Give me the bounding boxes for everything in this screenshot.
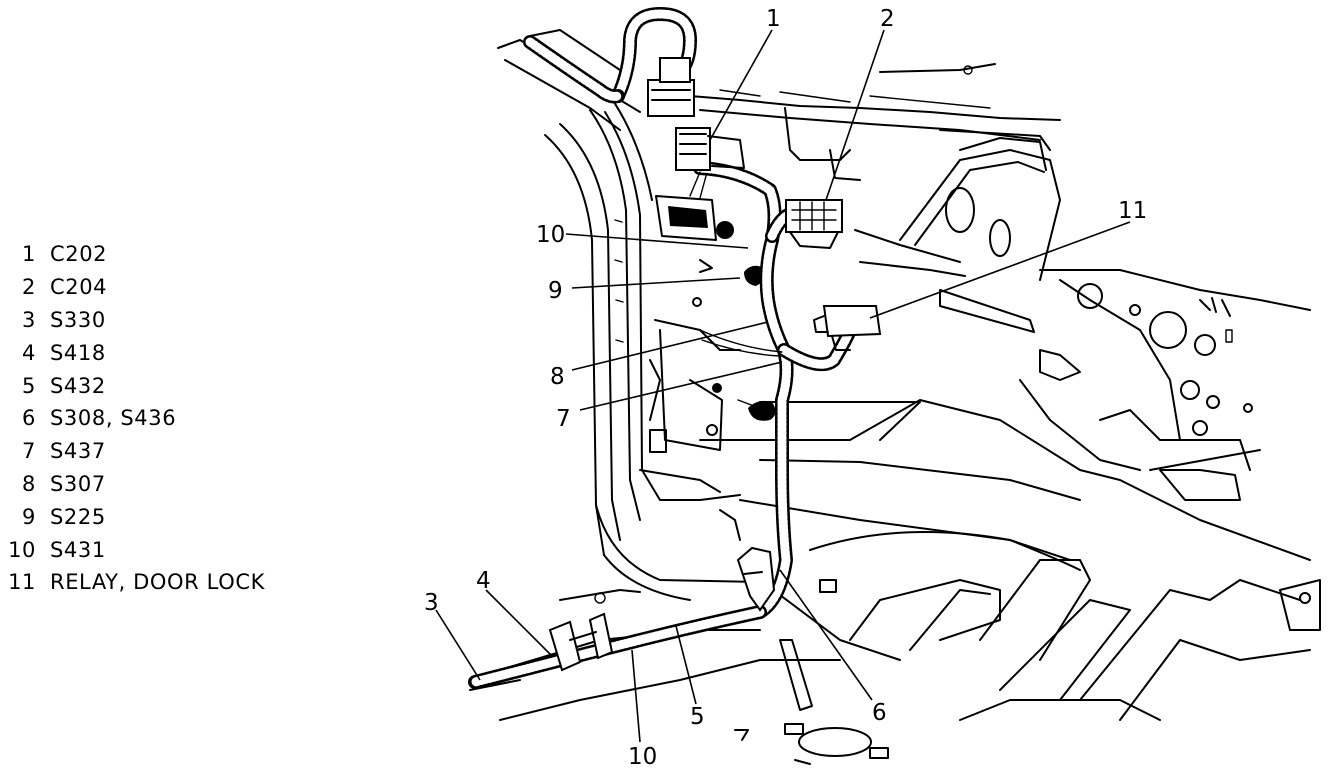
- legend-label: S418: [50, 340, 106, 365]
- legend-number: 1: [22, 242, 36, 267]
- callout-8: 8: [550, 364, 565, 390]
- legend-row-3: 3 S330: [8, 304, 308, 337]
- legend-label: RELAY, DOOR LOCK: [50, 570, 265, 595]
- legend-row-8: 8 S307: [8, 468, 308, 501]
- legend-row-5: 5 S432: [8, 369, 308, 402]
- component-legend: 1 C202 2 C204 3 S330 4 S418 5 S432 6 S30…: [8, 238, 308, 599]
- legend-row-1: 1 C202: [8, 238, 308, 271]
- callout-9: 9: [548, 278, 563, 304]
- legend-row-10: 10 S431: [8, 533, 308, 566]
- floor-pan-structure: [469, 399, 1321, 765]
- legend-label: S432: [50, 373, 106, 398]
- legend-label: C202: [50, 242, 108, 267]
- callout-10-upper: 10: [536, 222, 565, 248]
- legend-label: S307: [50, 471, 106, 496]
- callout-2: 2: [880, 6, 895, 32]
- callout-numbers: 1 2 11 10 9 8 7 3 4 5 6 10: [424, 6, 1147, 770]
- legend-row-9: 9 S225: [8, 500, 308, 533]
- legend-row-6: 6 S308, S436: [8, 402, 308, 435]
- callout-5: 5: [690, 704, 705, 730]
- callout-11: 11: [1118, 198, 1147, 224]
- callout-7: 7: [556, 406, 571, 432]
- legend-number: 2: [22, 275, 36, 300]
- callout-4: 4: [476, 568, 491, 594]
- connectors: [548, 57, 882, 672]
- connector-c202: [675, 127, 745, 171]
- connector-c204: [785, 199, 843, 249]
- legend-label: C204: [50, 275, 108, 300]
- leader-lines: [435, 29, 1131, 743]
- wiring-harness: [468, 7, 857, 689]
- dash-panel-structure: [689, 63, 1311, 501]
- legend-label: S431: [50, 537, 106, 562]
- legend-number: 7: [22, 439, 36, 464]
- callout-3: 3: [424, 590, 439, 616]
- legend-number: 10: [8, 537, 36, 562]
- legend-label: S330: [50, 307, 106, 332]
- legend-label: S437: [50, 439, 106, 464]
- legend-number: 3: [22, 307, 36, 332]
- legend-number: 11: [8, 570, 36, 595]
- connector-top-pillar: [647, 57, 695, 117]
- legend-label: S308, S436: [50, 406, 177, 431]
- legend-number: 8: [22, 471, 36, 496]
- legend-row-7: 7 S437: [8, 435, 308, 468]
- callout-10-lower: 10: [628, 744, 657, 770]
- callout-1: 1: [766, 6, 781, 32]
- legend-number: 6: [22, 406, 36, 431]
- legend-number: 9: [22, 504, 36, 529]
- harness-clip-lower: [736, 546, 776, 612]
- harness-clip-rocker: [548, 612, 614, 672]
- legend-label: S225: [50, 504, 106, 529]
- callout-6: 6: [872, 700, 887, 726]
- legend-number: 4: [22, 340, 36, 365]
- legend-number: 5: [22, 373, 36, 398]
- legend-row-4: 4 S418: [8, 336, 308, 369]
- a-pillar-structure: [497, 29, 761, 601]
- kick-panel-hardware: [639, 195, 921, 493]
- legend-row-11: 11 RELAY, DOOR LOCK: [8, 566, 308, 599]
- legend-row-2: 2 C204: [8, 271, 308, 304]
- relay-door-lock: [813, 305, 882, 351]
